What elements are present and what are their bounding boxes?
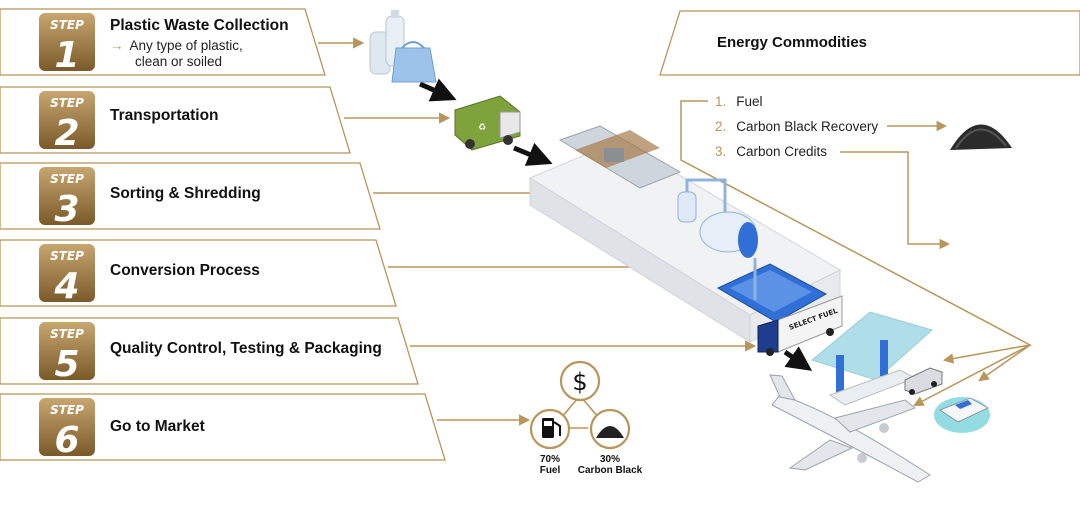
- energy-item-label: Carbon Black Recovery: [736, 119, 879, 134]
- carbon-credits-connector: [840, 151, 951, 250]
- fuel-pump-icon: [529, 408, 571, 450]
- energy-item-number: 2.: [715, 119, 727, 134]
- step-badge-word: STEP: [50, 172, 84, 186]
- carbon-black-icon: [589, 408, 631, 450]
- carbon-share-label: 30% Carbon Black: [572, 454, 648, 476]
- step-frame-5: [0, 317, 419, 385]
- carbon-pct: 30%: [599, 454, 620, 465]
- fuel-pct: 70%: [539, 454, 560, 465]
- step-badge-number: 1: [54, 35, 79, 76]
- boat-icon: [934, 397, 990, 433]
- step-1-subtitle: → Any type of plastic, clean or soiled: [110, 38, 243, 70]
- factory-icon: [528, 125, 842, 343]
- step-frames: [0, 8, 446, 461]
- recycle-bottles-icon: [369, 10, 437, 83]
- energy-item-label: Carbon Credits: [736, 144, 828, 159]
- step-badge-word: STEP: [50, 327, 84, 341]
- energy-commodities-frame: [659, 10, 1080, 76]
- step-badges: STEP 1 STEP 2 STEP 3 STEP 4 STEP 5 STEP …: [39, 13, 95, 461]
- arrow-right-icon: →: [110, 38, 124, 53]
- step-badge-word: STEP: [50, 403, 84, 417]
- fuel-pct-label: Fuel: [539, 465, 561, 476]
- step-badge-word: STEP: [50, 249, 84, 263]
- energy-item-number: 1.: [715, 94, 727, 109]
- energy-item-label: Fuel: [736, 94, 763, 109]
- fuel-connector-2: [978, 344, 1031, 382]
- step-badge-word: STEP: [50, 18, 84, 32]
- airplane-icon: [769, 374, 931, 483]
- carbon-pile-icon: [950, 124, 1012, 150]
- step-badge-5: STEP 5: [39, 322, 95, 385]
- gas-station-icon: [810, 311, 934, 406]
- step-1-subtitle-line2: clean or soiled: [135, 54, 223, 69]
- fuel-connector: [680, 100, 1033, 364]
- step-frame-3: [0, 162, 381, 230]
- dollar-icon: $: [559, 360, 601, 402]
- step-4-title: Conversion Process: [110, 262, 260, 279]
- step-badge-1: STEP 1: [39, 13, 95, 76]
- svg-text:$: $: [572, 368, 587, 396]
- step-6-title: Go to Market: [110, 418, 205, 435]
- step-badge-6: STEP 6: [39, 398, 95, 461]
- energy-item-2: 2. Carbon Black Recovery: [715, 119, 878, 134]
- step-badge-number: 3: [54, 189, 79, 230]
- step-badge-number: 6: [54, 420, 79, 461]
- step-badge-word: STEP: [50, 96, 84, 110]
- step-badge-number: 5: [54, 344, 79, 385]
- step-frame-2: [0, 86, 351, 154]
- carbon-pct-label: Carbon Black: [577, 465, 643, 476]
- step-badge-4: STEP 4: [39, 244, 95, 307]
- car-icon: [904, 367, 943, 395]
- fuel-share-label: 70% Fuel: [530, 454, 570, 476]
- energy-commodities-title: Energy Commodities: [717, 34, 868, 51]
- fuel-connector-3: [913, 344, 1031, 406]
- step-5-title: Quality Control, Testing & Packaging: [110, 340, 382, 357]
- step-3-title: Sorting & Shredding: [110, 185, 261, 202]
- step-badge-3: STEP 3: [39, 167, 95, 230]
- fuel-tanker-icon: SELECT FUEL: [757, 295, 843, 356]
- step-badge-number: 4: [53, 266, 79, 307]
- market-icons: $: [529, 360, 631, 450]
- energy-connectors: [680, 100, 1033, 406]
- flow-arrows: [418, 78, 813, 371]
- step-1-subtitle-line1: Any type of plastic,: [129, 38, 243, 53]
- step-frame-6: [0, 393, 446, 461]
- step-badge-number: 2: [54, 113, 79, 154]
- step-frame-4: [0, 239, 397, 307]
- energy-item-3: 3. Carbon Credits: [715, 144, 827, 159]
- step-2-title: Transportation: [110, 107, 219, 124]
- energy-item-number: 3.: [715, 144, 727, 159]
- step-frame-1: [0, 8, 326, 76]
- step-badge-2: STEP 2: [39, 91, 95, 154]
- svg-text:♻: ♻: [478, 123, 486, 133]
- garbage-truck-icon: ♻: [454, 95, 521, 151]
- energy-item-1: 1. Fuel: [715, 94, 763, 109]
- step-1-title: Plastic Waste Collection: [110, 17, 289, 34]
